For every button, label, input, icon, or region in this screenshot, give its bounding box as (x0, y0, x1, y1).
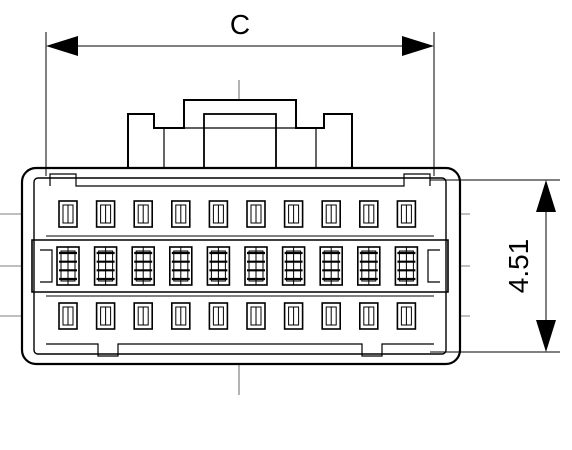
contact-top-6 (246, 200, 266, 228)
dimension-height (430, 179, 560, 353)
contact-bottom-2 (95, 302, 116, 330)
contact-bottom-10 (396, 302, 417, 330)
contacts (56, 200, 419, 330)
arrowhead-bottom (536, 320, 556, 352)
middle-band-notch-left (40, 249, 53, 283)
contact-middle-2 (93, 246, 118, 286)
contact-middle-1 (56, 246, 80, 286)
dimension-height-label: 4.51 (503, 239, 534, 294)
contact-top-10 (396, 200, 417, 228)
contact-top-2 (95, 200, 116, 228)
contact-top-3 (133, 200, 153, 228)
dimension-width (45, 32, 435, 176)
inner-housing (33, 177, 447, 355)
contact-middle-7 (281, 246, 306, 286)
contact-top-9 (358, 200, 379, 228)
contact-top-1 (58, 200, 78, 228)
middle-band (31, 239, 449, 293)
arrowhead-top (536, 180, 556, 212)
contact-top-8 (321, 200, 342, 228)
contact-bottom-9 (358, 302, 379, 330)
arrowhead-left (46, 36, 78, 56)
dimension-width-label: C (230, 9, 250, 40)
arrowhead-right (402, 36, 434, 56)
contact-top-4 (171, 200, 191, 228)
contact-middle-4 (169, 246, 193, 286)
contact-bottom-5 (208, 302, 229, 330)
outer-housing (20, 166, 462, 366)
contact-bottom-1 (58, 302, 78, 330)
contact-middle-10 (394, 246, 419, 286)
contact-middle-8 (319, 246, 344, 286)
contact-middle-3 (131, 246, 155, 286)
contact-middle-6 (244, 246, 268, 286)
contact-bottom-4 (171, 302, 191, 330)
contact-bottom-6 (246, 302, 266, 330)
contact-middle-5 (206, 246, 231, 286)
connector-body (20, 166, 462, 366)
contact-middle-9 (356, 246, 381, 286)
inner-frame-bottom (46, 343, 434, 357)
middle-band-notch-right (427, 249, 440, 283)
contact-top-7 (283, 200, 304, 228)
inner-frame-top (49, 173, 431, 187)
contact-bottom-3 (133, 302, 153, 330)
contact-top-5 (208, 200, 229, 228)
contact-bottom-8 (321, 302, 342, 330)
contact-bottom-7 (283, 302, 304, 330)
